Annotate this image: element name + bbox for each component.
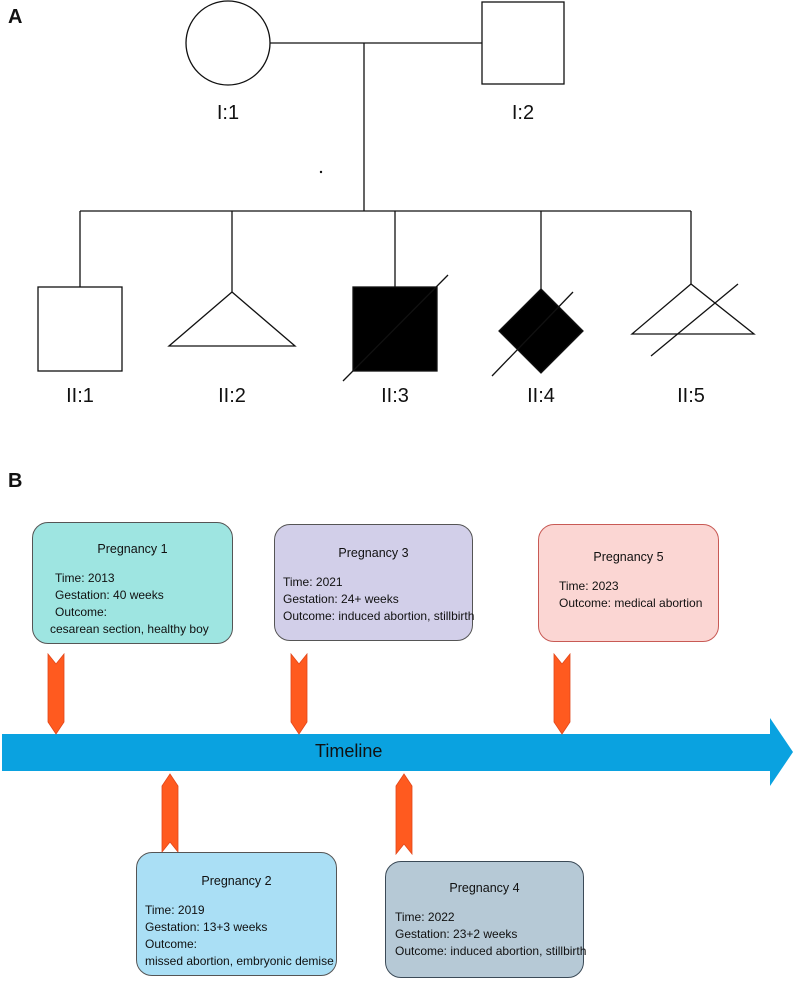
pregnancy-line: Outcome: xyxy=(55,605,108,619)
pregnancy-line: Outcome: induced abortion, stillbirth xyxy=(283,609,475,623)
pedigree-generation-1 xyxy=(185,0,565,86)
panel-b-label: B xyxy=(8,470,23,492)
marker-pregnancy-2 xyxy=(161,773,179,854)
label-II1: II:1 xyxy=(66,385,94,407)
pregnancy-line: Gestation: 23+2 weeks xyxy=(395,927,518,941)
pregnancy-card-3: Pregnancy 3 Time: 2021 Gestation: 24+ we… xyxy=(274,524,475,641)
timeline-markers xyxy=(47,652,571,856)
deceased-slash-II4 xyxy=(491,291,574,377)
individual-II5-symbol xyxy=(630,283,756,335)
pregnancy-title: Pregnancy 2 xyxy=(201,874,272,888)
pregnancy-line: Outcome: medical abortion xyxy=(559,596,703,610)
pregnancy-line: Time: 2023 xyxy=(559,579,619,593)
pregnancy-card-2: Pregnancy 2 Time: 2019 Gestation: 13+3 w… xyxy=(136,852,337,976)
panel-a-label: A xyxy=(8,6,23,28)
pedigree-generation-2 xyxy=(37,274,756,382)
pregnancy-line: Time: 2022 xyxy=(395,910,455,924)
label-I1: I:1 xyxy=(216,102,240,124)
stray-dot xyxy=(319,170,323,174)
label-II5: II:5 xyxy=(677,385,705,407)
pregnancy-title: Pregnancy 1 xyxy=(97,542,168,556)
pregnancy-title: Pregnancy 5 xyxy=(593,550,664,564)
deceased-slash-II3 xyxy=(342,274,449,382)
pregnancy-line: Gestation: 24+ weeks xyxy=(283,592,399,606)
label-I2: I:2 xyxy=(511,102,535,124)
pregnancy-card-1: Pregnancy 1 Time: 2013 Gestation: 40 wee… xyxy=(32,522,233,644)
pregnancy-line: Outcome: induced abortion, stillbirth xyxy=(395,944,587,958)
individual-II2-symbol xyxy=(167,291,297,347)
marker-pregnancy-4 xyxy=(395,773,413,856)
pregnancy-card-4: Pregnancy 4 Time: 2022 Gestation: 23+2 w… xyxy=(385,861,587,978)
pregnancy-title: Pregnancy 4 xyxy=(449,881,520,895)
marker-pregnancy-5 xyxy=(553,652,571,735)
individual-I1-symbol xyxy=(185,0,271,86)
pedigree-lines xyxy=(79,42,692,292)
individual-II4-symbol xyxy=(498,288,584,374)
label-II3: II:3 xyxy=(381,385,409,407)
individual-II1-symbol xyxy=(37,286,123,372)
pregnancy-line: Gestation: 40 weeks xyxy=(55,588,164,602)
pregnancy-title: Pregnancy 3 xyxy=(338,546,409,560)
pregnancy-line: Time: 2019 xyxy=(145,903,205,917)
label-II4: II:4 xyxy=(527,385,555,407)
label-II2: II:2 xyxy=(218,385,246,407)
pregnancy-line: Time: 2021 xyxy=(283,575,343,589)
marker-pregnancy-1 xyxy=(47,652,65,735)
pregnancy-line: missed abortion, embryonic demise xyxy=(145,954,334,968)
pregnancy-line: Gestation: 13+3 weeks xyxy=(145,920,268,934)
pregnancy-line: Outcome: xyxy=(145,937,198,951)
timeline-arrow xyxy=(2,718,793,786)
marker-pregnancy-3 xyxy=(290,652,308,735)
pregnancy-line: cesarean section, healthy boy xyxy=(50,622,209,636)
pregnancy-line: Time: 2013 xyxy=(55,571,115,585)
pregnancy-card-5: Pregnancy 5 Time: 2023 Outcome: medical … xyxy=(538,524,719,642)
individual-I2-symbol xyxy=(481,1,565,85)
deceased-slash-II5 xyxy=(650,283,739,357)
timeline-label: Timeline xyxy=(315,741,383,761)
